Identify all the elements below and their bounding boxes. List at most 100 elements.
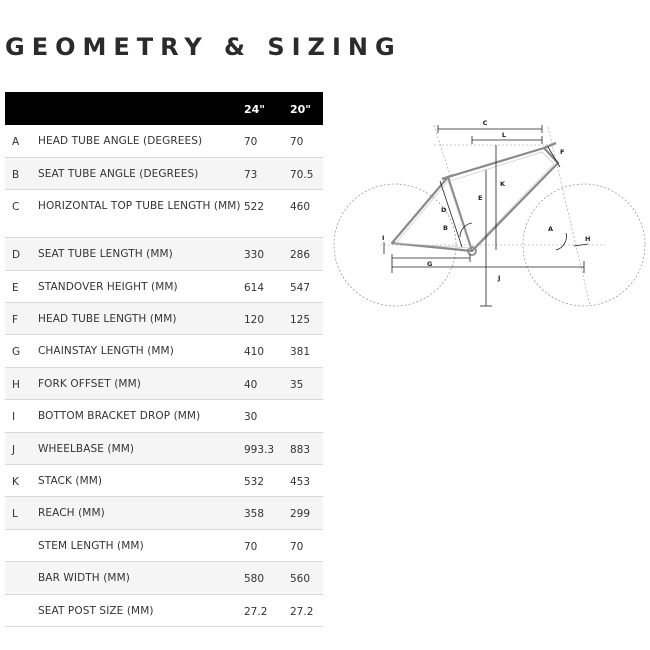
front-wheel — [522, 183, 646, 307]
label-d: D — [441, 206, 447, 214]
table-row: I BOTTOM BRACKET DROP (MM) 30 — [5, 399, 323, 433]
row-value-20: 560 — [290, 561, 323, 595]
row-value-24: 532 — [244, 464, 290, 498]
steer-axis-guide — [547, 126, 591, 306]
row-letter — [5, 561, 38, 595]
row-letter: L — [5, 496, 38, 530]
table-row: K STACK (MM) 532 453 — [5, 464, 323, 498]
row-value-24: 410 — [244, 334, 290, 368]
rear-triangle-inner — [395, 180, 471, 249]
row-letter: J — [5, 432, 38, 466]
row-letter: E — [5, 270, 38, 304]
dimension-guides — [433, 124, 591, 306]
rear-triangle — [390, 175, 474, 253]
row-label: SEAT TUBE ANGLE (DEGREES) — [38, 157, 244, 191]
header-label — [38, 92, 244, 125]
row-label: HEAD TUBE ANGLE (DEGREES) — [38, 125, 244, 158]
table-row: A HEAD TUBE ANGLE (DEGREES) 70 70 — [5, 125, 323, 158]
table-row: B SEAT TUBE ANGLE (DEGREES) 73 70.5 — [5, 157, 323, 191]
table-row: F HEAD TUBE LENGTH (MM) 120 125 — [5, 302, 323, 336]
bike-frame-inner — [395, 151, 555, 249]
label-i: I — [382, 234, 384, 242]
table-row: E STANDOVER HEIGHT (MM) 614 547 — [5, 270, 323, 304]
row-value-20: 547 — [290, 270, 323, 304]
row-value-20: 453 — [290, 464, 323, 498]
label-g: G — [427, 260, 432, 268]
label-a: A — [548, 225, 553, 233]
row-label: HORIZONTAL TOP TUBE LENGTH (MM) — [38, 189, 244, 239]
row-value-20: 27.2 — [290, 594, 323, 627]
row-letter: K — [5, 464, 38, 498]
row-letter: H — [5, 367, 38, 401]
head-tube — [543, 141, 557, 150]
row-value-24: 580 — [244, 561, 290, 595]
bike-geometry-diagram: C L F K E D B I G J A H — [333, 119, 646, 307]
table-row: J WHEELBASE (MM) 993.3 883 — [5, 432, 323, 466]
row-label: BOTTOM BRACKET DROP (MM) — [38, 399, 244, 433]
row-value-24: 614 — [244, 270, 290, 304]
label-e: E — [478, 194, 482, 202]
seat-axis-guide — [433, 124, 451, 176]
row-letter — [5, 594, 38, 627]
row-letter: A — [5, 125, 38, 158]
dim-f — [547, 146, 561, 168]
table-row: D SEAT TUBE LENGTH (MM) 330 286 — [5, 237, 323, 271]
label-j: J — [497, 274, 500, 282]
seat-collar — [441, 173, 455, 181]
row-value-20: 70 — [290, 529, 323, 563]
row-value-24: 358 — [244, 496, 290, 530]
row-value-20: 286 — [290, 237, 323, 271]
row-label: REACH (MM) — [38, 496, 244, 530]
dim-d — [439, 180, 463, 248]
header-size-24: 24" — [244, 92, 290, 125]
angle-a-arc — [555, 232, 567, 251]
row-value-24: 120 — [244, 302, 290, 336]
angle-b-arc — [459, 222, 473, 238]
label-b: B — [443, 224, 448, 232]
row-label: STEM LENGTH (MM) — [38, 529, 244, 563]
bike-frame — [390, 141, 560, 256]
label-k: K — [500, 180, 506, 188]
row-value-24: 30 — [244, 399, 290, 433]
table-row: BAR WIDTH (MM) 580 560 — [5, 561, 323, 595]
table-row: H FORK OFFSET (MM) 40 35 — [5, 367, 323, 401]
table-row: L REACH (MM) 358 299 — [5, 496, 323, 530]
row-letter: I — [5, 399, 38, 433]
row-value-24: 70 — [244, 529, 290, 563]
geometry-table: 24" 20" A HEAD TUBE ANGLE (DEGREES) 70 7… — [5, 92, 323, 627]
row-value-24: 70 — [244, 125, 290, 158]
row-value-20: 381 — [290, 334, 323, 368]
row-value-24: 330 — [244, 237, 290, 271]
header-size-20: 20" — [290, 92, 323, 125]
row-value-24: 40 — [244, 367, 290, 401]
table-row: G CHAINSTAY LENGTH (MM) 410 381 — [5, 334, 323, 368]
row-label: FORK OFFSET (MM) — [38, 367, 244, 401]
row-label: WHEELBASE (MM) — [38, 432, 244, 466]
row-value-20: 883 — [290, 432, 323, 466]
row-value-20: 70 — [290, 125, 323, 158]
label-c: C — [483, 119, 488, 127]
page-title: GEOMETRY & SIZING — [5, 33, 402, 61]
row-value-24: 73 — [244, 157, 290, 191]
label-f: F — [560, 148, 564, 156]
row-label: BAR WIDTH (MM) — [38, 561, 244, 595]
dim-h — [573, 243, 589, 247]
row-value-24: 27.2 — [244, 594, 290, 627]
row-letter: B — [5, 157, 38, 191]
row-value-20 — [290, 399, 323, 433]
table-row: C HORIZONTAL TOP TUBE LENGTH (MM) 522 46… — [5, 189, 323, 239]
front-triangle — [447, 146, 560, 252]
bottom-bracket — [467, 246, 477, 256]
row-value-24: 522 — [244, 189, 290, 239]
row-letter: D — [5, 237, 38, 271]
row-label: STANDOVER HEIGHT (MM) — [38, 270, 244, 304]
table-row: SEAT POST SIZE (MM) 27.2 27.2 — [5, 594, 323, 627]
row-value-20: 35 — [290, 367, 323, 401]
row-letter: C — [5, 189, 38, 239]
label-l: L — [502, 131, 506, 139]
table-header-row: 24" 20" — [5, 92, 323, 125]
dimension-lines — [383, 125, 589, 307]
row-value-24: 993.3 — [244, 432, 290, 466]
row-letter: F — [5, 302, 38, 336]
